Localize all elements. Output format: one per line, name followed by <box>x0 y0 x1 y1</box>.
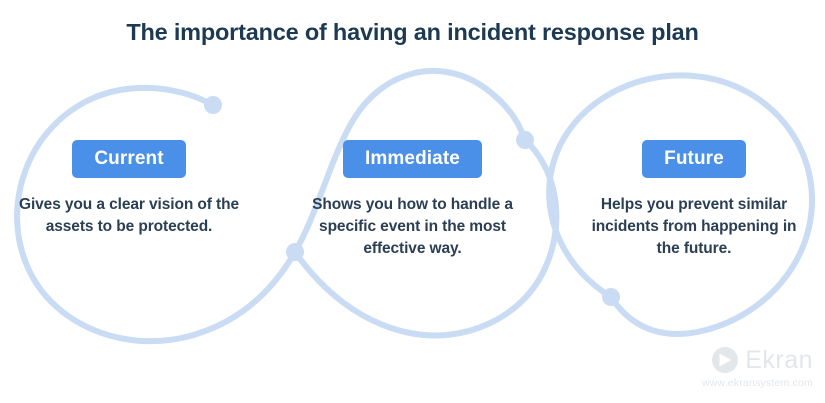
stage-badge-future[interactable]: Future <box>642 140 746 178</box>
brand-url: www.ekransystem.com <box>701 377 813 389</box>
curve-dot-4 <box>602 288 620 306</box>
page-title: The importance of having an incident res… <box>126 19 699 45</box>
stage-badge-current[interactable]: Current <box>72 140 186 178</box>
stage-description-future: Helps you prevent similar incidents from… <box>591 196 797 257</box>
brand-watermark: Ekran www.ekransystem.com <box>702 346 813 389</box>
stage-description-current: Gives you a clear vision of the assets t… <box>18 196 239 235</box>
stage-description-immediate: Shows you how to handle a specific event… <box>312 196 513 257</box>
brand-row: Ekran <box>702 346 813 374</box>
curve-dot-1 <box>204 96 222 114</box>
stage-future: Future Helps you prevent similar inciden… <box>583 140 805 260</box>
brand-wordmark: Ekran <box>745 345 813 374</box>
stage-immediate: Immediate Shows you how to handle a spec… <box>300 140 525 260</box>
circle-chevron-icon <box>712 347 739 373</box>
stage-badge-immediate[interactable]: Immediate <box>343 140 482 178</box>
stage-current: Current Gives you a clear vision of the … <box>18 140 240 238</box>
